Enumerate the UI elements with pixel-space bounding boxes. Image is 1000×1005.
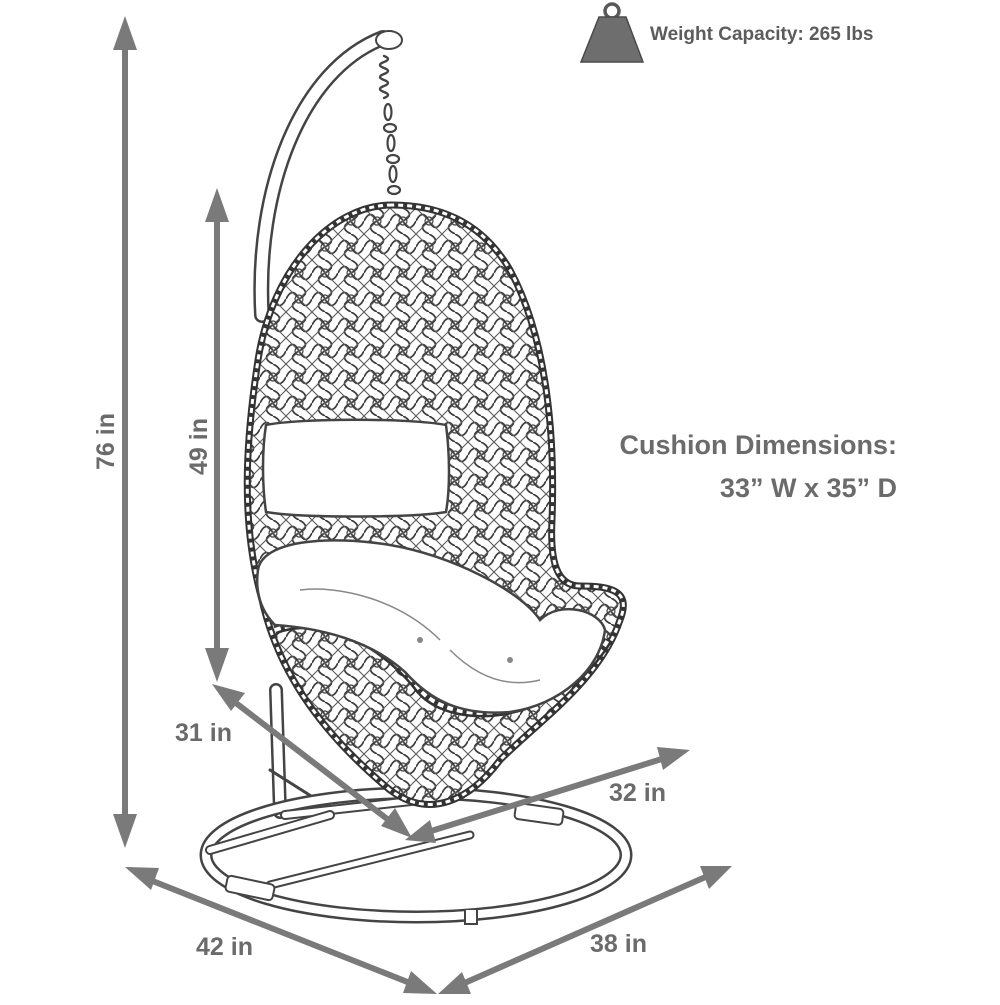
chair-width-label: 32 in xyxy=(609,779,666,807)
arrow-chair-width xyxy=(425,755,668,835)
dimension-arrows xyxy=(113,16,732,994)
base-width-label: 38 in xyxy=(590,930,647,958)
arrow-base-width xyxy=(457,872,713,988)
arrow-base-length xyxy=(142,875,418,988)
weight-capacity-label: Weight Capacity: 265 lbs xyxy=(650,24,874,45)
arrow-chair-depth xyxy=(229,697,398,828)
chair-height-label: 49 in xyxy=(185,418,213,475)
overall-height-label: 76 in xyxy=(92,413,120,470)
cushion-dimensions-title: Cushion Dimensions: xyxy=(619,430,897,460)
weight-icon xyxy=(579,2,645,63)
chair-depth-label: 31 in xyxy=(175,719,232,747)
cushion-dimensions-size: 33” W x 35” D xyxy=(719,473,897,503)
seat-cushion xyxy=(256,539,607,714)
stand-frame xyxy=(199,30,633,925)
base-length-label: 42 in xyxy=(196,933,253,961)
back-pillow xyxy=(261,418,451,518)
